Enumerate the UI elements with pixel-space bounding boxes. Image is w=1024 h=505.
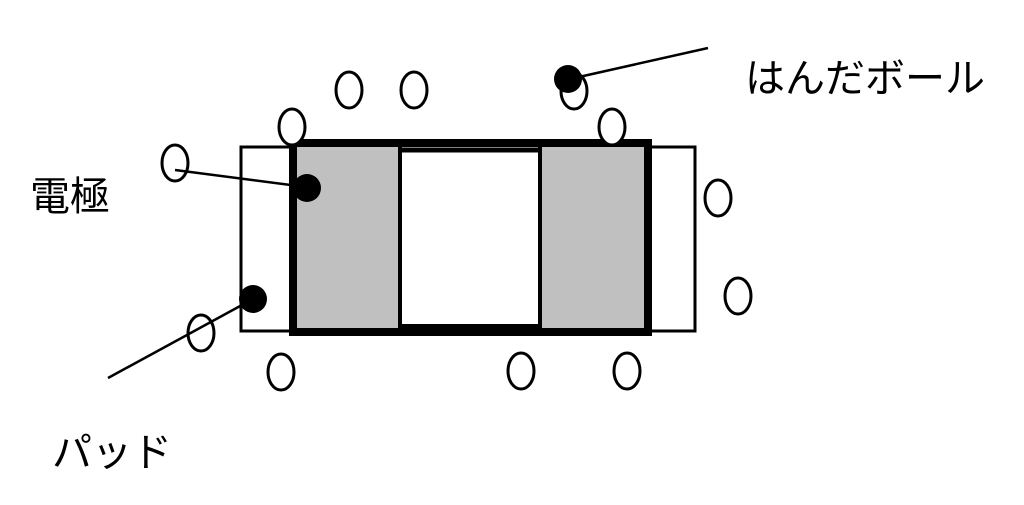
electrode-right (541, 147, 644, 328)
electrode-left (297, 147, 399, 328)
label-solder-ball: はんだボール (745, 56, 985, 102)
solder-balls (160, 70, 753, 392)
solder-ball (399, 70, 429, 110)
marker-dot-solder-ball (554, 65, 582, 93)
label-pad: パッド (52, 430, 172, 476)
solder-ball (703, 178, 733, 218)
label-electrode: 電極 (30, 174, 110, 220)
marker-dot-pad (239, 285, 267, 313)
leader-line-pad (107, 297, 254, 380)
marker-dots (239, 65, 582, 313)
leader-lines (107, 46, 709, 380)
solder-ball (334, 70, 364, 110)
solder-ball (612, 351, 642, 391)
solder-ball (506, 351, 536, 391)
solder-ball (597, 107, 627, 147)
leader-line-electrode (174, 168, 307, 189)
solder-ball (266, 352, 296, 392)
solder-ball (160, 143, 190, 183)
leader-line-solder-ball (569, 46, 709, 81)
marker-dot-electrode (293, 174, 321, 202)
solder-ball (723, 276, 753, 316)
solder-ball (277, 107, 307, 147)
